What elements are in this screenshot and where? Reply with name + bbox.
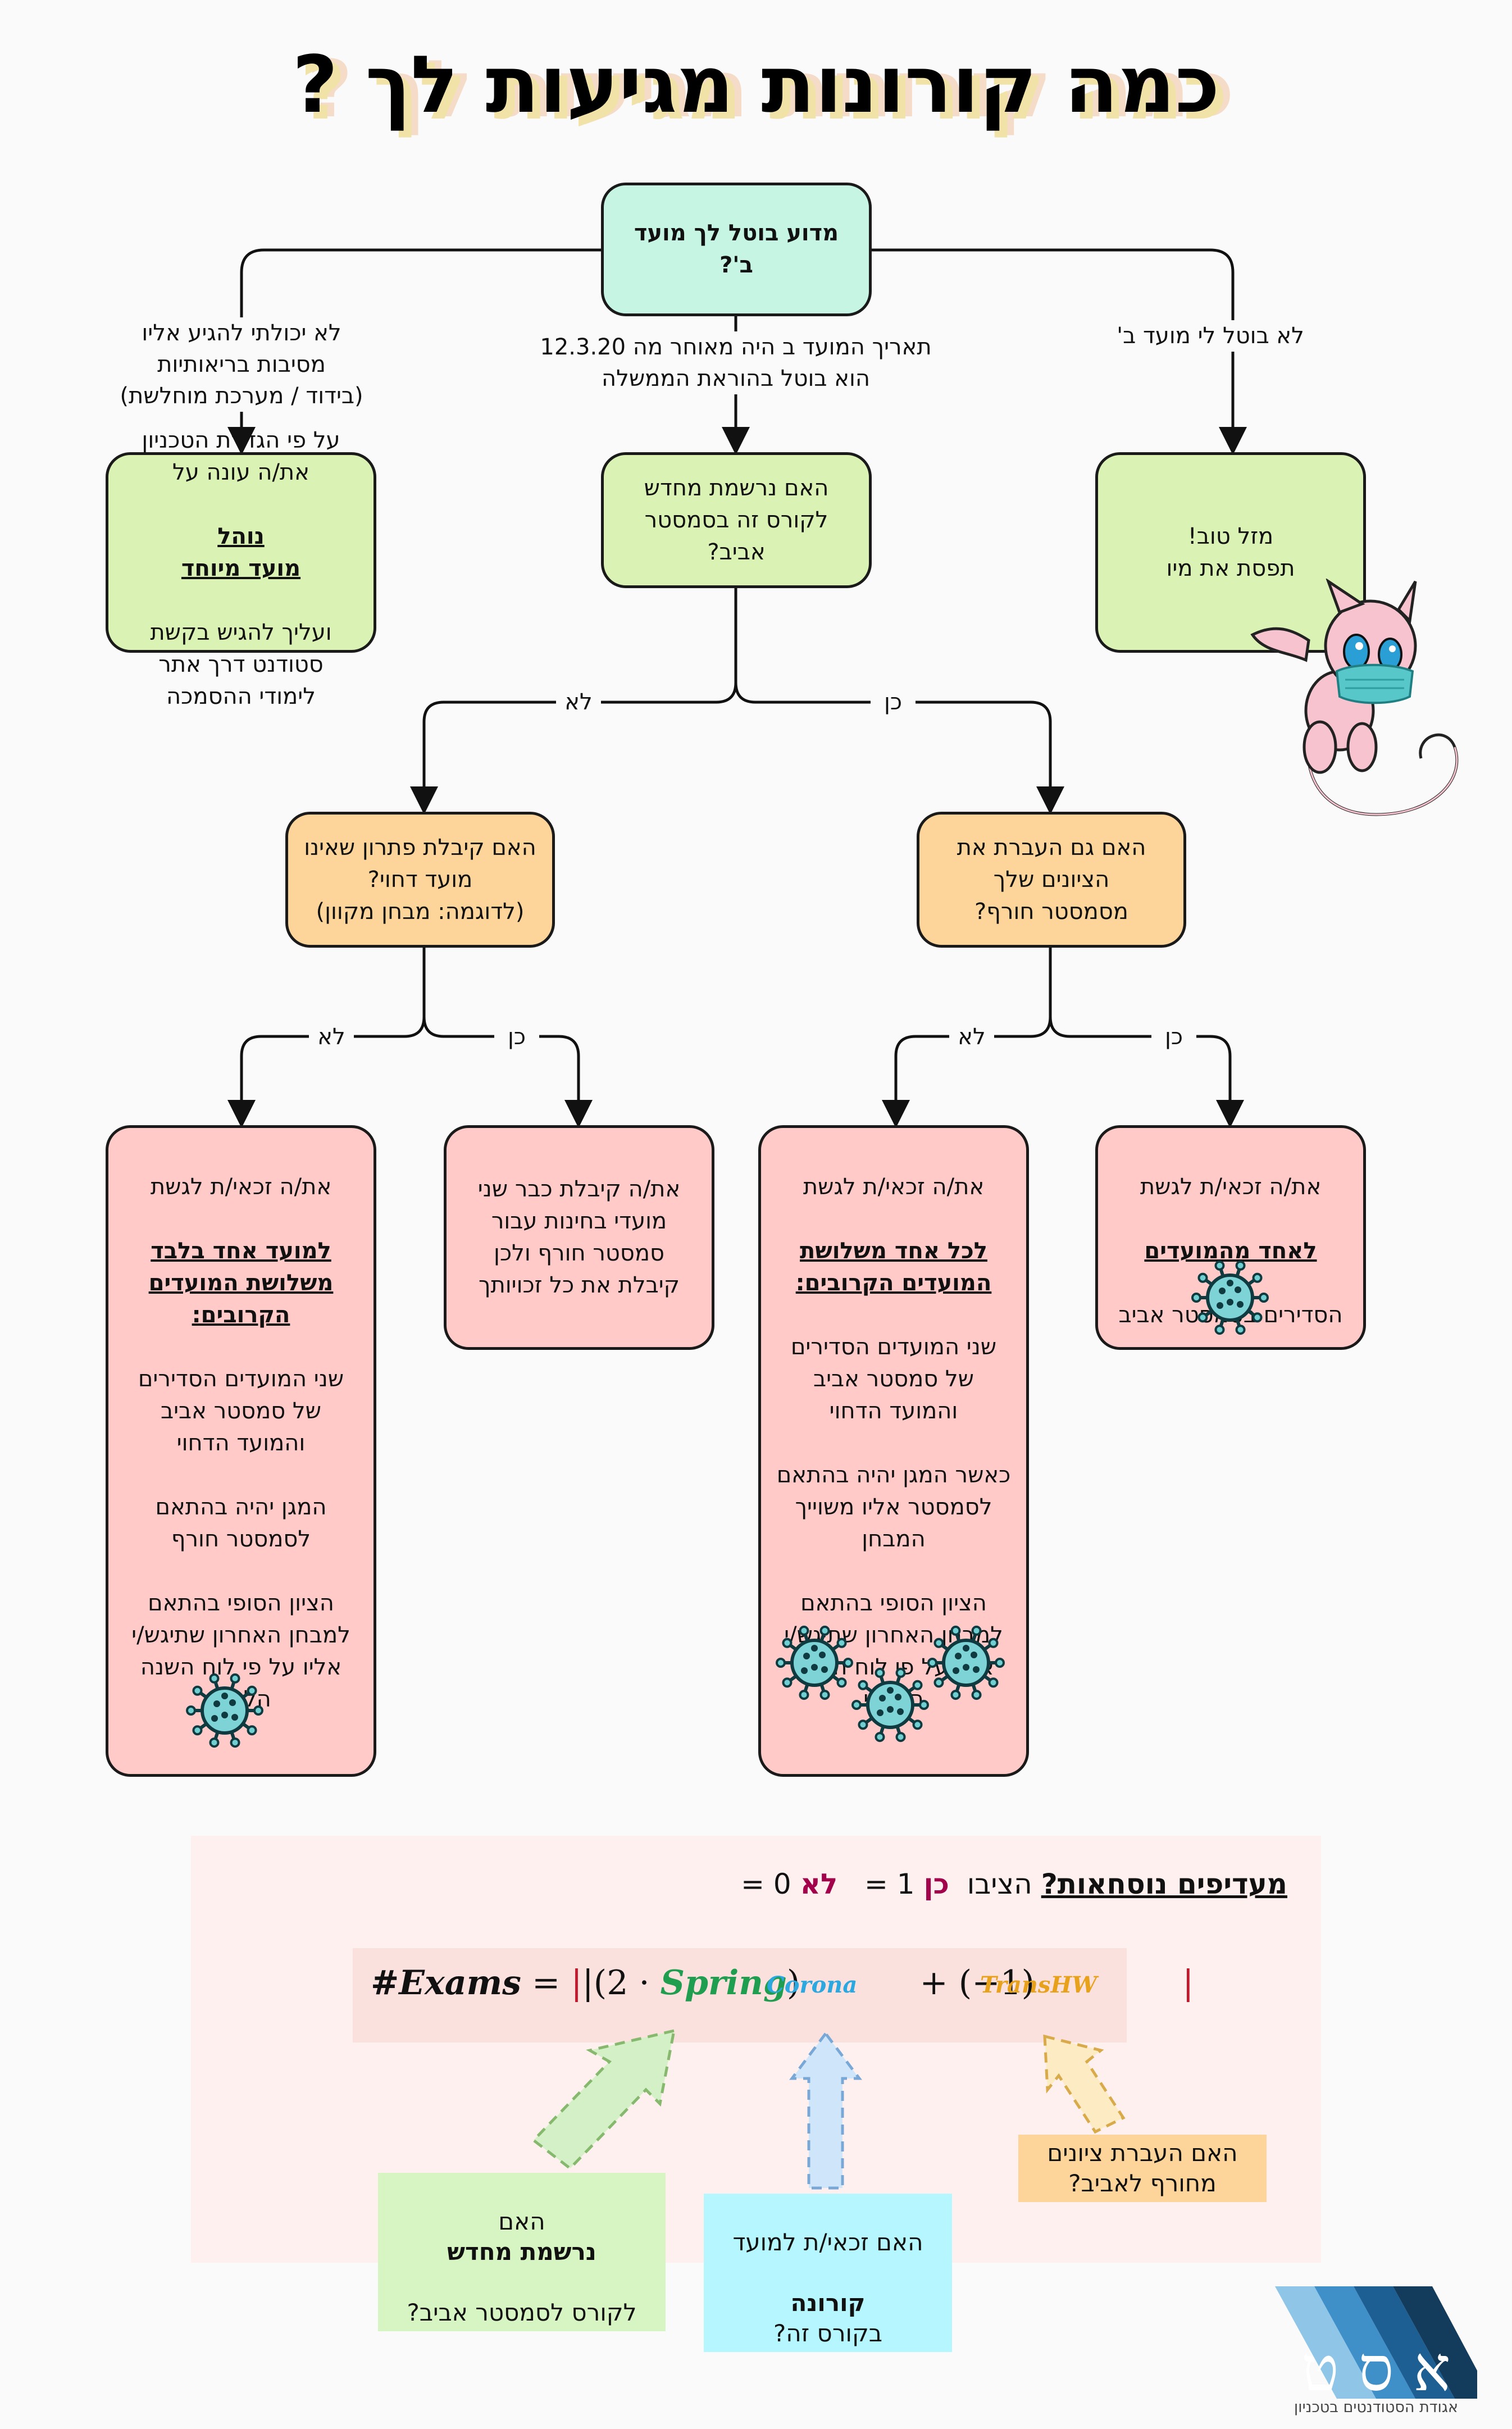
edge-grades-yes: [1049, 1016, 1244, 1128]
page-title: כמה קורונות מגיעות לך ?: [292, 39, 1220, 131]
mew-mascot: [1250, 579, 1459, 816]
node-r4-pre: את/ה זכאי/ת לגשת: [150, 1174, 332, 1200]
virus-icon: [186, 1673, 263, 1748]
callout-transfer: האם העברת ציונים מחורף לאביב?: [1018, 2135, 1267, 2202]
node-health: על פי הגדרת הטכניון את/ה עונה על נוהל מו…: [106, 427, 376, 709]
formula-open: |(2 ·: [582, 1963, 650, 2003]
node-r2-pre: את/ה זכאי/ת לגשת: [803, 1174, 985, 1200]
node-r4-post: שני המועדים הסדירים של סמסטר אביב והמועד…: [131, 1366, 350, 1712]
formula-close: ): [786, 1963, 800, 2003]
formula-abs-open: |: [571, 1963, 582, 2003]
edge-label-not-cancelled: לא בוטל לי מועד ב': [1076, 320, 1345, 352]
virus-icon: [927, 1625, 1005, 1700]
node-health-text-post: ועליך להגיש בקשת סטודנט דרך אתר לימודי ה…: [150, 619, 332, 709]
node-health-bold: נוהל: [217, 523, 265, 549]
node-r4-bold: למועד אחד בלבד משלושת המועדים הקרובים:: [148, 1238, 334, 1328]
asat-logo: א ס ט: [1275, 2286, 1477, 2399]
edge-solution-yes: [422, 1016, 593, 1128]
edge-label-no-3: לא: [309, 1021, 354, 1053]
formula-intro-no: לא: [800, 1868, 838, 1900]
node-r1-pre: את/ה זכאי/ת לגשת: [1140, 1174, 1322, 1200]
virus-icon: [1191, 1260, 1269, 1335]
formula-plus: + (−1): [919, 1963, 1035, 2003]
node-health-text-pre: על פי הגדרת הטכניון את/ה עונה על: [142, 427, 340, 485]
node-r3-text: את/ה קיבלת כבר שני מועדי בחינות עבור סמס…: [477, 1176, 681, 1298]
edge-label-date-after: תאריך המועד ב היה מאוחר מה 12.3.20 הוא ב…: [494, 331, 977, 394]
callout-registered: האם נרשמת מחדש לקורס לסמסטר אביב?: [378, 2173, 666, 2331]
callout-corona-post: בקורס זה?: [773, 2319, 883, 2347]
virus-icon: [776, 1625, 853, 1700]
logo-caption: אגודת הסטודנטים בטכניון: [1294, 2399, 1459, 2416]
edge-label-health: לא יכולתי להגיע אליו מסיבות בריאותיות (ב…: [84, 317, 399, 412]
virus-icon: [851, 1667, 929, 1743]
callout-registered-bold: נרשמת מחדש: [447, 2238, 596, 2266]
node-result-one-regular: את/ה זכאי/ת לגשת לאחד מהמועדים הסדירים ב…: [1095, 1125, 1366, 1350]
arrow-icon: [789, 2031, 862, 2190]
edge-root-mazal: [871, 248, 1247, 455]
arrow-icon: [531, 2028, 676, 2171]
formula-intro-yes: כן: [923, 1868, 949, 1900]
formula-sup-transhw: TransHW: [980, 1972, 1097, 1998]
formula-strip: [353, 1948, 1127, 2043]
node-mazal-text: מזל טוב! תפסת את מיו: [1166, 523, 1295, 581]
edge-label-no-2: לא: [949, 1021, 994, 1053]
callout-corona: האם זכאי/ת למועד קורונה בקורס זה?: [704, 2194, 952, 2352]
node-grades-text: האם גם העברת את הציונים שלך מסמסטר חורף?: [957, 834, 1146, 925]
node-r1-bold: לאחד מהמועדים: [1144, 1238, 1317, 1264]
node-result-already-two: את/ה קיבלת כבר שני מועדי בחינות עבור סמס…: [444, 1125, 714, 1350]
callout-corona-bold: קורונה: [790, 2289, 866, 2317]
formula-eq: =: [532, 1963, 561, 2003]
node-mazal: מזל טוב! תפסת את מיו: [1095, 452, 1366, 653]
formula-spring: Spring: [660, 1963, 787, 2003]
formula: #Exams = ||(2 · Spring) + (−1) |: [371, 1963, 1194, 2003]
edge-root-health: [227, 248, 604, 455]
node-result-one-of-three: את/ה זכאי/ת לגשת למועד אחד בלבד משלושת ה…: [106, 1125, 376, 1777]
formula-intro: מעדיפים נוסחאות? הציבו כן = 1 לא = 0: [741, 1868, 1287, 1900]
node-health-underline: מועד מיוחד: [181, 555, 301, 581]
callout-registered-post: לקורס לסמסטר אביב?: [407, 2299, 637, 2326]
arrow-icon: [1043, 2034, 1126, 2134]
node-root-text: מדוע בוטל לך מועד ב'?: [634, 220, 839, 278]
callout-corona-pre: האם זכאי/ת למועד: [732, 2228, 923, 2256]
formula-intro-yes-val: = 1: [864, 1868, 915, 1900]
node-grades: האם גם העברת את הציונים שלך מסמסטר חורף?: [917, 812, 1186, 948]
node-registered: האם נרשמת מחדש לקורס זה בסמסטר אביב?: [601, 452, 872, 588]
node-r2-bold: לכל אחד משלושת המועדים הקרובים:: [795, 1238, 992, 1296]
node-registered-text: האם נרשמת מחדש לקורס זה בסמסטר אביב?: [644, 475, 829, 565]
formula-abs-close: |: [1182, 1963, 1194, 2003]
callout-registered-pre: האם: [498, 2208, 545, 2235]
edge-label-yes-2: כן: [1151, 1021, 1196, 1053]
logo-letters: א ס ט: [1302, 2333, 1451, 2399]
node-solution: האם קיבלת פתרון שאינו מועד דחוי? (לדוגמה…: [285, 812, 555, 948]
formula-lhs: #Exams: [371, 1963, 521, 2003]
formula-intro-lead: מעדיפים נוסחאות?: [1041, 1868, 1287, 1900]
edge-label-yes-3: כן: [494, 1021, 539, 1053]
edge-label-no-1: לא: [556, 686, 601, 718]
formula-sup-corona: Corona: [767, 1972, 858, 1998]
formula-intro-mid: הציבו: [967, 1868, 1032, 1900]
edge-label-yes-1: כן: [871, 686, 916, 718]
node-solution-text: האם קיבלת פתרון שאינו מועד דחוי? (לדוגמה…: [304, 834, 536, 925]
node-root: מדוע בוטל לך מועד ב'?: [601, 183, 872, 316]
formula-intro-no-val: = 0: [741, 1868, 791, 1900]
edge-registered-yes: [734, 682, 1064, 815]
